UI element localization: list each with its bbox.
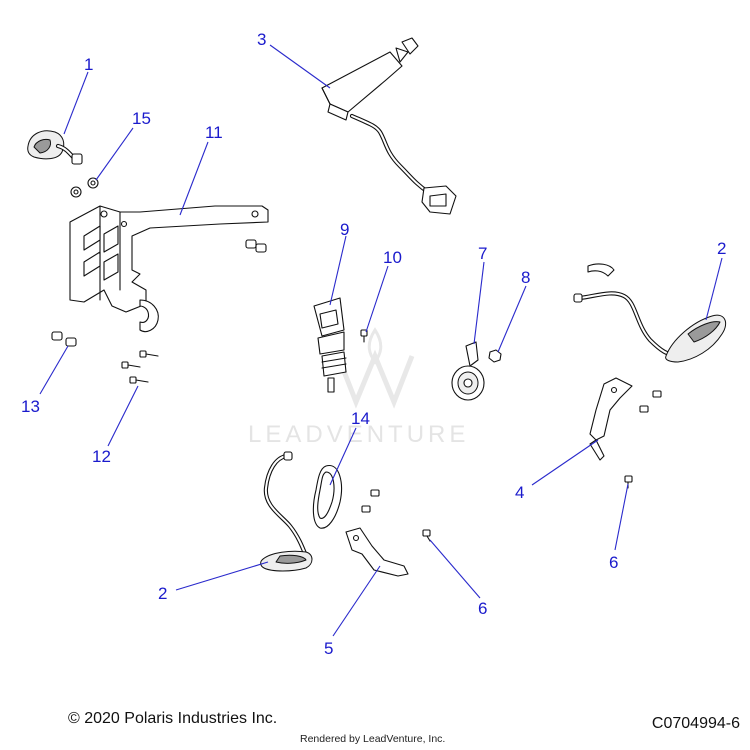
part-11-mounting-bracket[interactable] [69,205,269,333]
callout-6-lower[interactable]: 6 [478,599,487,618]
callout-2-right[interactable]: 2 [717,239,726,258]
part-2-turn-signal-right[interactable] [573,263,727,363]
part-6-screws-lower[interactable] [361,489,431,542]
callout-7[interactable]: 7 [478,244,487,263]
part-6-screws-right[interactable] [624,390,662,489]
leader-lines [39,44,723,637]
part-13-bolts[interactable] [51,239,267,347]
part-7-horn[interactable] [451,341,485,401]
callout-11[interactable]: 11 [205,123,223,142]
rendered-by-credit: Rendered by LeadVenture, Inc. [300,733,446,745]
callout-5[interactable]: 5 [324,639,333,658]
callout-9[interactable]: 9 [340,220,349,239]
part-14-gasket[interactable] [312,465,343,529]
part-9-connector[interactable] [313,297,347,393]
callout-13[interactable]: 13 [21,397,40,416]
callout-4[interactable]: 4 [515,483,524,502]
callout-15[interactable]: 15 [132,109,151,128]
part-3-switch-harness[interactable] [321,37,457,215]
watermark-text: LEADVENTURE [248,421,469,448]
callout-10[interactable]: 10 [383,248,402,267]
callout-2-lower[interactable]: 2 [158,584,167,603]
copyright-notice: © 2020 Polaris Industries Inc. [68,710,278,727]
part-15-nuts[interactable] [70,177,99,198]
part-12-screws[interactable] [121,350,159,384]
callout-6-right[interactable]: 6 [609,553,618,572]
callout-1[interactable]: 1 [84,55,93,74]
callout-3[interactable]: 3 [257,30,266,49]
leadventure-watermark: LEADVENTURE [248,327,469,448]
part-8-nut[interactable] [488,349,502,363]
diagram-code: C0704994-6 [651,715,740,732]
part-1-turn-signal[interactable] [27,130,83,165]
callout-labels: 1 15 11 3 9 10 7 8 2 13 12 14 4 6 2 5 6 [21,30,726,658]
part-5-bracket-lower[interactable] [345,527,409,577]
part-4-bracket-right[interactable] [589,377,633,461]
part-2-turn-signal-lower[interactable] [260,451,313,572]
callout-14[interactable]: 14 [351,409,370,428]
part-10-screw[interactable] [360,329,368,343]
callout-12[interactable]: 12 [92,447,111,466]
callout-8[interactable]: 8 [521,268,530,287]
